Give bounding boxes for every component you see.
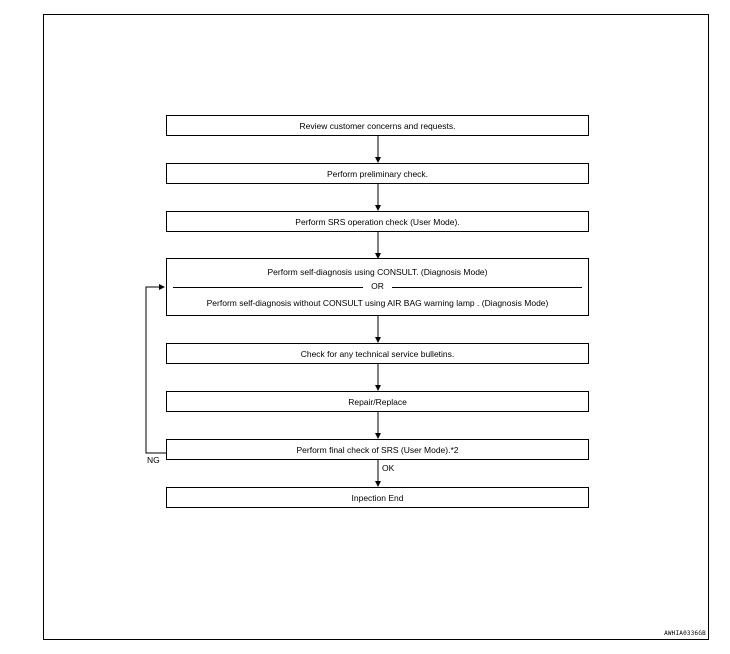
step-inspection-end: Inpection End: [166, 487, 589, 508]
or-rule-right: [392, 287, 582, 288]
figure-code: AWHIA0336GB: [664, 630, 706, 637]
ng-feedback-arrow: [145, 284, 166, 454]
step-review-concerns: Review customer concerns and requests.: [166, 115, 589, 136]
step-repair-replace: Repair/Replace: [166, 391, 589, 412]
self-diagnosis-consult-text: Perform self-diagnosis using CONSULT. (D…: [267, 267, 488, 277]
step-check-bulletins: Check for any technical service bulletin…: [166, 343, 589, 364]
self-diagnosis-airbag-lamp-text: Perform self-diagnosis without CONSULT u…: [206, 298, 549, 308]
step-srs-operation-check: Perform SRS operation check (User Mode).: [166, 211, 589, 232]
ng-branch-label: NG: [147, 455, 160, 465]
or-label: OR: [371, 281, 384, 291]
figure-frame: [43, 14, 709, 640]
ok-branch-label: OK: [382, 463, 395, 473]
or-separator: OR: [169, 281, 586, 293]
step-final-check: Perform final check of SRS (User Mode).*…: [166, 439, 589, 460]
step-self-diagnosis: Perform self-diagnosis using CONSULT. (D…: [166, 258, 589, 316]
step-preliminary-check: Perform preliminary check.: [166, 163, 589, 184]
or-rule-left: [173, 287, 363, 288]
